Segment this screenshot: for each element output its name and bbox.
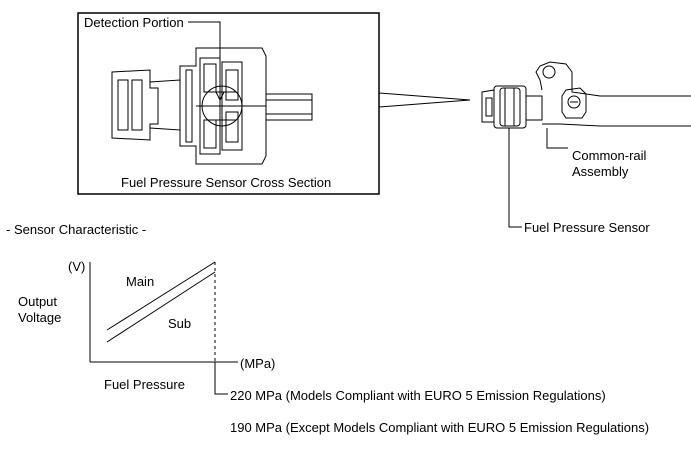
main-line (106, 261, 216, 331)
detection-portion-label: Detection Portion (84, 15, 184, 30)
common-rail-label-line2: Assembly (572, 164, 629, 179)
pressure-note-non-euro5: 190 MPa (Except Models Compliant with EU… (230, 420, 650, 435)
characteristic-heading: - Sensor Characteristic - (6, 222, 147, 237)
common-rail-leader (546, 128, 568, 149)
fuel-pressure-sensor-label: Fuel Pressure Sensor (524, 220, 650, 235)
x-axis-label: Fuel Pressure (104, 377, 185, 392)
characteristic-graph (89, 261, 238, 395)
pressure-note-euro5: 220 MPa (Models Compliant with EURO 5 Em… (230, 388, 606, 403)
detection-leader (188, 21, 225, 102)
sensor-cross-section (111, 47, 313, 165)
y-label-line2: Voltage (18, 310, 62, 325)
sub-line (106, 271, 216, 343)
cross-section-caption: Fuel Pressure Sensor Cross Section (121, 175, 332, 190)
y-unit-label: (V) (68, 259, 86, 274)
pressure-note-leader (214, 362, 228, 395)
common-rail-label-line1: Common-rail (572, 148, 647, 163)
x-unit-label: (MPa) (240, 356, 276, 371)
callout-pointer (378, 92, 471, 108)
series-label-sub: Sub (168, 316, 192, 331)
sensor-leader (508, 128, 522, 228)
y-label-line1: Output (18, 294, 58, 309)
cross-section-frame (77, 12, 380, 195)
sensor-assembly (481, 61, 691, 129)
series-label-main: Main (126, 274, 155, 289)
